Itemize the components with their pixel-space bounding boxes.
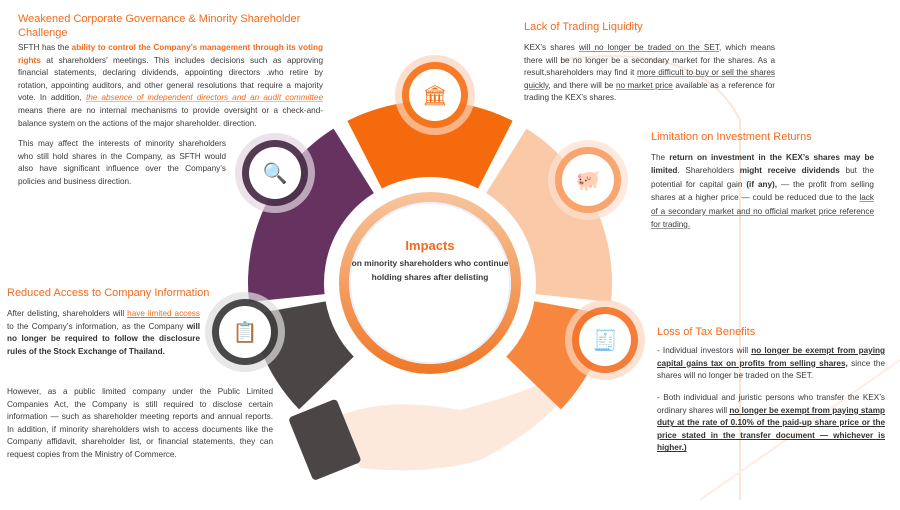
icon-badge bbox=[249, 147, 301, 199]
icon-badge bbox=[219, 306, 271, 358]
text-segment: , and there will be bbox=[548, 80, 616, 90]
text-segment: to the Company’s information, as the Com… bbox=[7, 321, 187, 331]
text-segment: more difficult to buy or sell the shares… bbox=[524, 68, 775, 90]
center-ring bbox=[339, 192, 521, 374]
text-segment: ability to control the Company’s managem… bbox=[18, 43, 323, 65]
information-paragraph-1: After delisting, shareholders will have … bbox=[7, 308, 200, 358]
text-segment: . Shareholders bbox=[677, 166, 740, 176]
text-segment: available as a reference for trading the… bbox=[524, 80, 775, 103]
text-segment: SFTH has the bbox=[18, 43, 72, 52]
text-segment: no longer be exempt from paying capital … bbox=[657, 346, 885, 368]
governance-paragraph-2: This may affect the interests of minorit… bbox=[18, 138, 226, 188]
text-segment: However, as a public limited company und… bbox=[7, 387, 273, 459]
text-segment: This may affect the interests of minorit… bbox=[18, 139, 226, 186]
center-halo bbox=[330, 183, 530, 383]
text-segment: - Individual investors will bbox=[657, 346, 752, 355]
magnifier-alert-icon: 🔍 bbox=[263, 160, 288, 185]
text-segment: return on investment in the KEX’s shares… bbox=[651, 153, 875, 176]
center-title: Impacts bbox=[405, 238, 455, 253]
text-segment: lack of a secondary market and no offici… bbox=[651, 193, 874, 230]
text-segment: The bbox=[651, 153, 670, 162]
text-segment: have limited access bbox=[127, 309, 200, 318]
text-segment: at shareholders’ meetings. This includes… bbox=[18, 55, 323, 103]
text-segment: no longer be exempt from paying stamp du… bbox=[657, 405, 885, 453]
information-paragraph-2: However, as a public limited company und… bbox=[7, 386, 273, 462]
decor-line bbox=[699, 359, 900, 501]
text-segment: , which means there will be no longer be… bbox=[524, 43, 775, 78]
text-segment: will no longer be required to follow the… bbox=[7, 321, 200, 356]
icon-badge bbox=[409, 69, 461, 121]
text-segment: since the shares will no longer be trade… bbox=[657, 358, 886, 381]
text-segment: KEX’s shares bbox=[524, 43, 579, 52]
icon-badge bbox=[579, 314, 631, 366]
hand-shape bbox=[330, 374, 574, 471]
center-subtitle: on minority shareholders who continue ho… bbox=[351, 258, 509, 282]
bank-building-icon: 🏛 bbox=[422, 84, 447, 107]
tax-paragraph-2: - Both individual and juristic persons w… bbox=[657, 392, 885, 455]
text-segment: means there are no internal mechanisms t… bbox=[18, 105, 323, 128]
information-heading: Reduced Access to Company Information bbox=[7, 287, 210, 299]
returns-paragraph: The return on investment in the KEX’s sh… bbox=[651, 151, 874, 231]
tax-document-icon: 🧾 bbox=[593, 328, 618, 352]
tax-heading: Loss of Tax Benefits bbox=[657, 326, 756, 338]
hand-cuff bbox=[289, 399, 361, 480]
text-segment: — the profit from selling shares at a hi… bbox=[651, 179, 874, 203]
liquidity-heading: Lack of Trading Liquidity bbox=[524, 21, 643, 33]
tax-paragraph-1: - Individual investors will no longer be… bbox=[657, 345, 885, 383]
text-segment: - Both individual and juristic persons w… bbox=[657, 393, 885, 415]
piggy-bank-icon: 🐖 bbox=[576, 170, 601, 192]
text-segment: will no longer be traded on the SET bbox=[578, 43, 719, 52]
center-inner-ring bbox=[349, 202, 511, 364]
center-label: Impacts on minority shareholders who con… bbox=[345, 238, 515, 284]
text-segment: After delisting, shareholders will bbox=[7, 309, 128, 318]
governance-paragraph-1: SFTH has the ability to control the Comp… bbox=[18, 42, 323, 130]
decor-line bbox=[559, 55, 741, 500]
text-segment: (if any), bbox=[746, 179, 778, 189]
segment-returns bbox=[486, 128, 612, 303]
clipboard-target-icon: 📋 bbox=[233, 320, 258, 344]
text-segment: no market price bbox=[615, 80, 673, 90]
liquidity-paragraph: KEX’s shares will no longer be traded on… bbox=[524, 42, 775, 105]
text-segment: might receive dividends bbox=[739, 166, 840, 176]
governance-heading: Weakened Corporate Governance & Minority… bbox=[18, 13, 301, 39]
returns-heading: Limitation on Investment Returns bbox=[651, 131, 812, 143]
text-segment: but the potential for capital gain bbox=[651, 166, 874, 189]
segment-liquidity bbox=[347, 100, 513, 189]
icon-badge bbox=[562, 154, 614, 206]
text-segment: the absence of independent directors and… bbox=[85, 93, 323, 103]
segment-governance bbox=[248, 128, 374, 303]
